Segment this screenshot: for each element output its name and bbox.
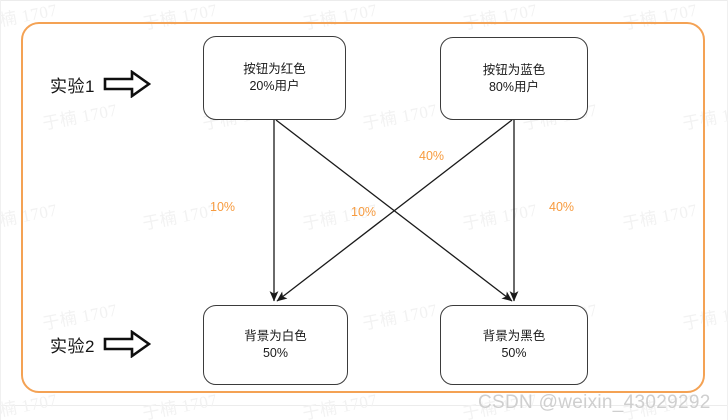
- node-button-blue-share: 80%用户: [488, 79, 540, 94]
- diagram-frame: [21, 22, 705, 393]
- node-background-black-title: 背景为黑色: [482, 329, 546, 343]
- stage-label-exp1: 实验1: [50, 70, 151, 98]
- block-arrow-right-icon: [103, 330, 151, 358]
- node-button-red[interactable]: 按钮为红色 20%用户: [203, 36, 346, 120]
- block-arrow-right-icon: [103, 70, 151, 98]
- node-background-white[interactable]: 背景为白色 50%: [203, 305, 348, 385]
- node-background-black[interactable]: 背景为黑色 50%: [440, 305, 588, 385]
- node-background-black-share: 50%: [501, 346, 527, 360]
- csdn-watermark: CSDN @weixin_43029292: [478, 392, 711, 413]
- page-edge-left: [0, 0, 1, 420]
- page-edge-bottom: [0, 405, 728, 406]
- stage-label-exp2-text: 实验2: [50, 336, 95, 356]
- node-background-white-share: 50%: [262, 346, 289, 360]
- edge-label-red-to-white: 10%: [210, 200, 236, 214]
- edge-blue-to-white: [276, 119, 513, 302]
- edge-label-blue-to-black: 40%: [549, 200, 575, 214]
- stage-label-exp2: 实验2: [50, 330, 151, 358]
- edge-label-red-to-black: 40%: [419, 149, 445, 163]
- node-button-blue-title: 按钮为蓝色: [482, 62, 546, 77]
- node-button-red-share: 20%用户: [249, 79, 300, 93]
- page-edge-top: [0, 0, 728, 1]
- edge-label-blue-to-white: 10%: [351, 205, 377, 219]
- node-background-white-title: 背景为白色: [244, 329, 307, 343]
- node-button-blue[interactable]: 按钮为蓝色 80%用户: [440, 37, 588, 120]
- stage-label-exp1-text: 实验1: [50, 76, 95, 96]
- node-button-red-title: 按钮为红色: [243, 62, 306, 76]
